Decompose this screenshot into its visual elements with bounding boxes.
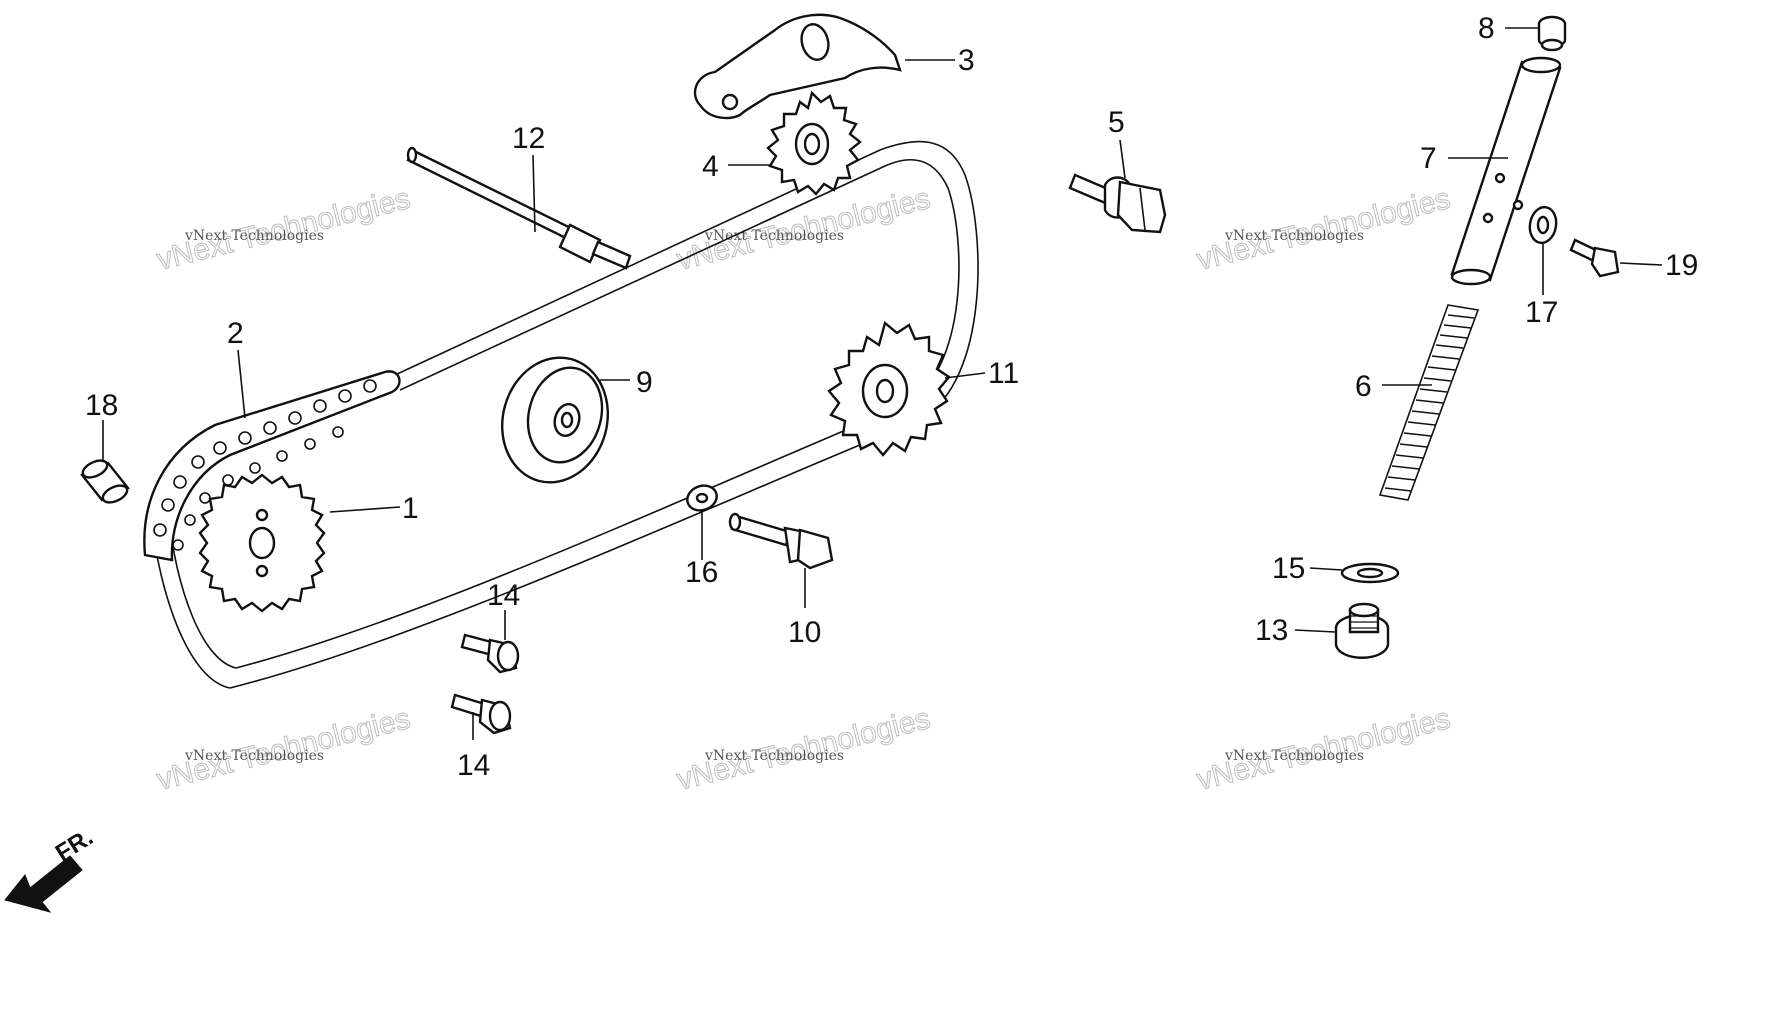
spring <box>1378 304 1480 501</box>
watermark-group: vNext Technologies vNext Technologies vN… <box>153 181 1454 797</box>
leader-lines <box>102 27 1663 740</box>
sealing-washer <box>1340 562 1400 584</box>
tensioner-tube <box>1450 56 1562 286</box>
callout-13: 13 <box>1255 614 1288 647</box>
collar <box>80 459 130 504</box>
idler-sprocket <box>827 320 951 457</box>
cap <box>1537 15 1567 52</box>
callout-9: 9 <box>636 366 653 399</box>
bolt-small <box>1569 238 1620 278</box>
callout-10: 10 <box>788 616 821 649</box>
callout-6: 6 <box>1355 370 1372 403</box>
callout-8: 8 <box>1478 12 1495 45</box>
callout-7: 7 <box>1420 142 1437 175</box>
guide-bracket <box>693 13 902 120</box>
front-direction-arrow: FR. <box>4 824 98 913</box>
callout-4: 4 <box>702 150 719 183</box>
callout-15: 15 <box>1272 552 1305 585</box>
callout-19: 19 <box>1665 249 1698 282</box>
callout-12: 12 <box>512 122 545 155</box>
drive-sprocket <box>198 473 326 613</box>
watermark-small: vNext Technologies <box>704 228 844 244</box>
washer-small <box>1528 205 1558 245</box>
callout-14-upper: 14 <box>487 579 520 612</box>
watermark-small: vNext Technologies <box>184 748 324 764</box>
callout-11: 11 <box>988 357 1019 390</box>
callout-2: 2 <box>227 317 244 350</box>
callout-3: 3 <box>958 44 975 77</box>
cam-chain-loop <box>149 140 979 689</box>
callout-17: 17 <box>1525 296 1558 329</box>
callout-1: 1 <box>402 492 419 525</box>
watermark-small: vNext Technologies <box>1224 748 1364 764</box>
callout-14-lower: 14 <box>457 749 490 782</box>
callout-16: 16 <box>685 556 718 589</box>
shaft <box>406 146 632 270</box>
watermark-small: vNext Technologies <box>184 228 324 244</box>
cam-chain <box>143 370 401 562</box>
bolt-upper <box>460 633 520 674</box>
callout-5: 5 <box>1108 106 1125 139</box>
washer <box>686 484 718 512</box>
front-direction-label: FR. <box>51 824 98 867</box>
roller <box>500 356 610 484</box>
callout-18: 18 <box>85 389 118 422</box>
tensioner-bolt <box>728 512 834 570</box>
watermark-small: vNext Technologies <box>1224 228 1364 244</box>
watermark-small: vNext Technologies <box>704 748 844 764</box>
callout-labels: 1 2 3 4 5 6 7 8 9 10 11 12 13 14 14 15 1… <box>85 12 1698 782</box>
bolt-lower <box>450 693 512 735</box>
small-sprocket <box>766 90 862 196</box>
pivot-bolt <box>1068 173 1167 234</box>
plug-bolt <box>1334 602 1390 659</box>
